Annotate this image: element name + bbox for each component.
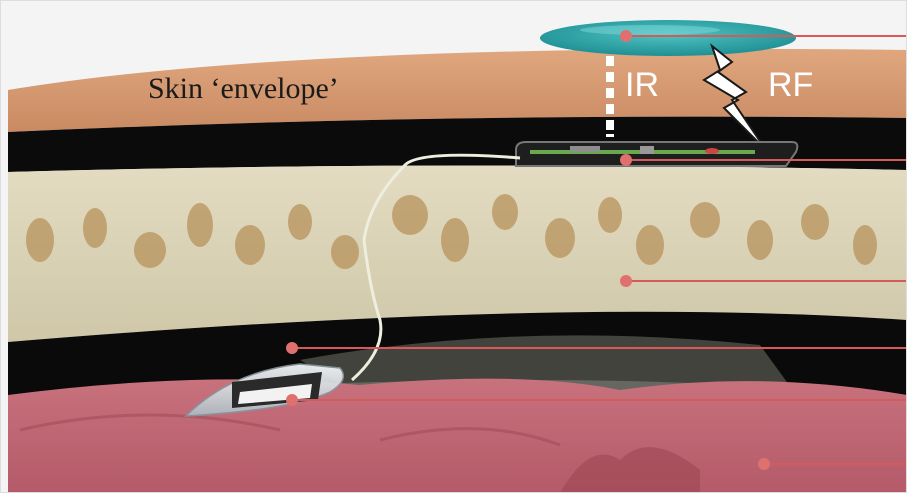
callout-dot <box>758 458 770 470</box>
external-unit-highlight <box>580 25 720 35</box>
rf-label: RF <box>768 66 813 105</box>
callout-dot <box>620 275 632 287</box>
implanted-stimulator <box>516 142 797 166</box>
ir-label: IR <box>625 66 659 105</box>
brain-surface <box>8 379 907 493</box>
callout-dot <box>286 342 298 354</box>
callout-dot <box>620 154 632 166</box>
callout-dot <box>286 394 298 406</box>
callout-dot <box>620 30 632 42</box>
skin-envelope-label: Skin ‘envelope’ <box>148 72 339 106</box>
